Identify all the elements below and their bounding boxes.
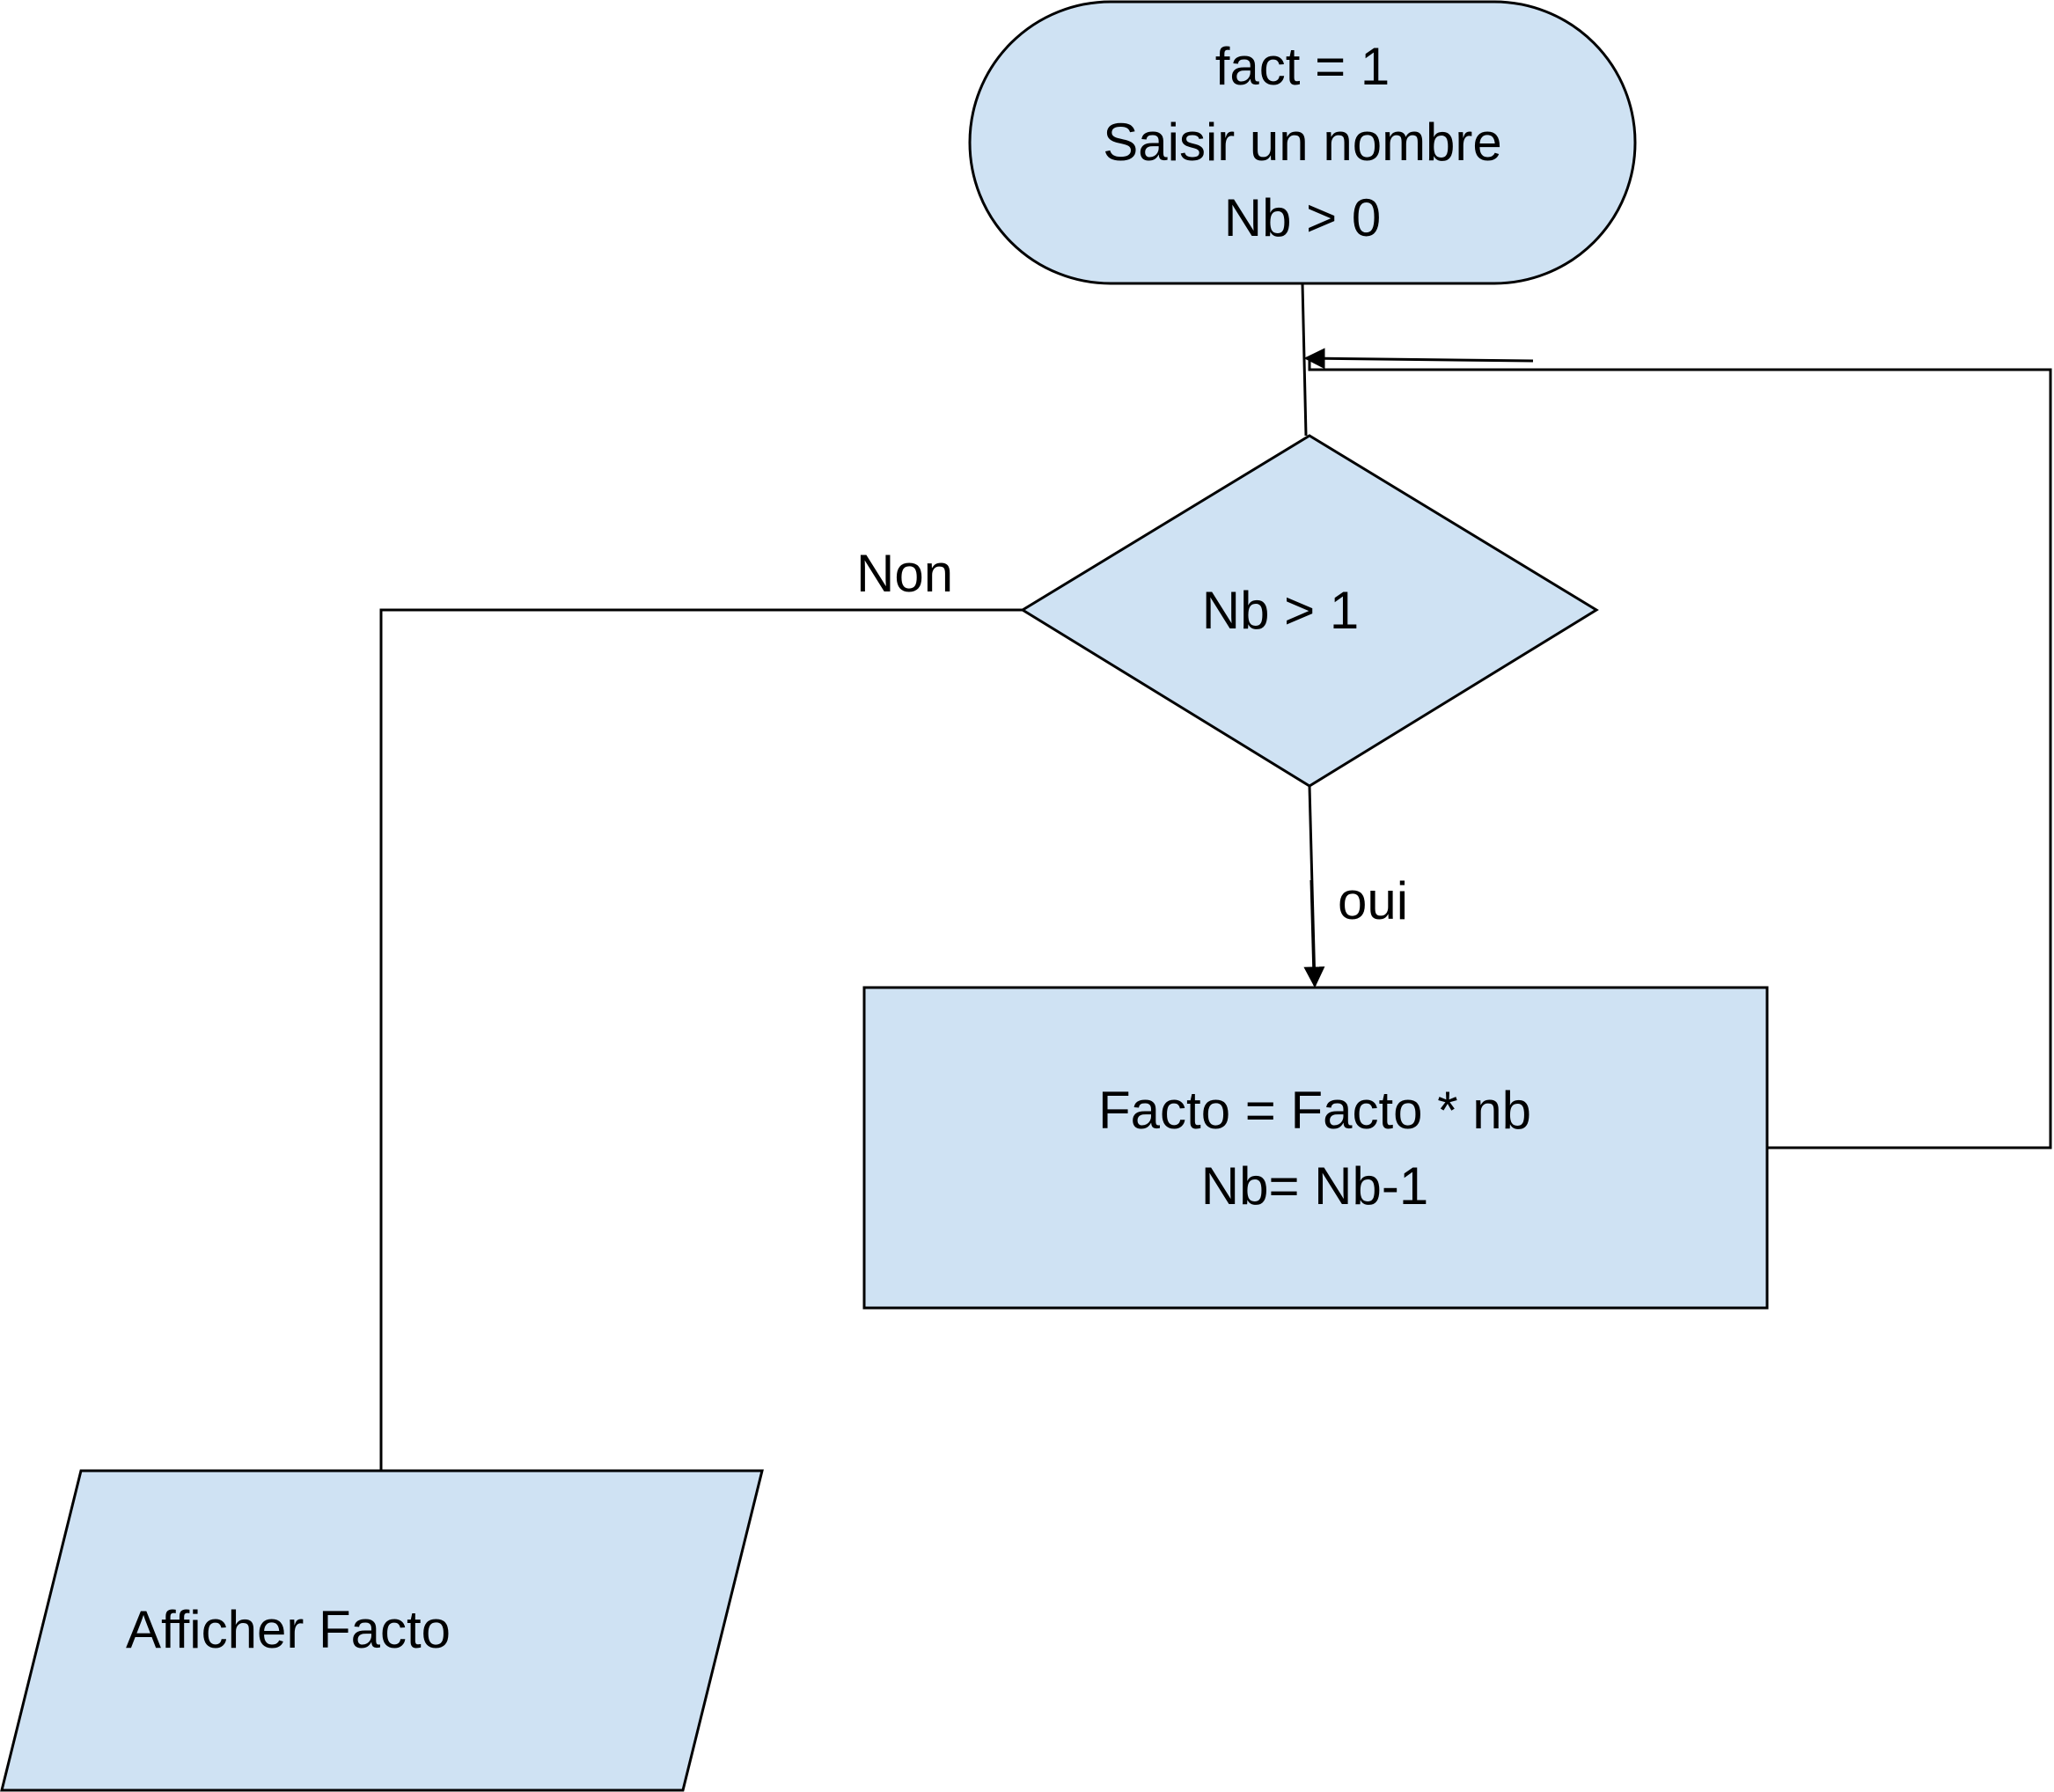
connector-no-branch: [379, 608, 1023, 1471]
start-line-1: fact = 1: [1215, 37, 1390, 96]
process-node[interactable]: Facto = Facto * nb Nb= Nb-1: [862, 986, 1769, 1310]
start-line-3: Nb > 0: [1224, 188, 1381, 247]
connector-loop-arrow: [1303, 348, 1534, 370]
process-line-1: Facto = Facto * nb: [1098, 1081, 1531, 1140]
process-line-2: Nb= Nb-1: [1201, 1157, 1428, 1215]
connector-start-to-decision: [1301, 283, 1308, 437]
yes-branch-label: oui: [1338, 871, 1408, 930]
connector-yes-stub: [1309, 879, 1316, 978]
start-node[interactable]: fact = 1 Saisir un nombre Nb > 0: [968, 0, 1637, 285]
output-node[interactable]: Afficher Facto: [0, 1469, 764, 1792]
start-line-2: Saisir un nombre: [1103, 113, 1502, 172]
output-label: Afficher Facto: [126, 1600, 451, 1659]
process-box-shape: [862, 986, 1769, 1310]
decision-node[interactable]: Nb > 1: [1020, 434, 1599, 788]
no-branch-label: Non: [856, 544, 953, 603]
output-parallelogram-shape: [0, 1469, 764, 1792]
decision-label: Nb > 1: [1202, 581, 1359, 640]
